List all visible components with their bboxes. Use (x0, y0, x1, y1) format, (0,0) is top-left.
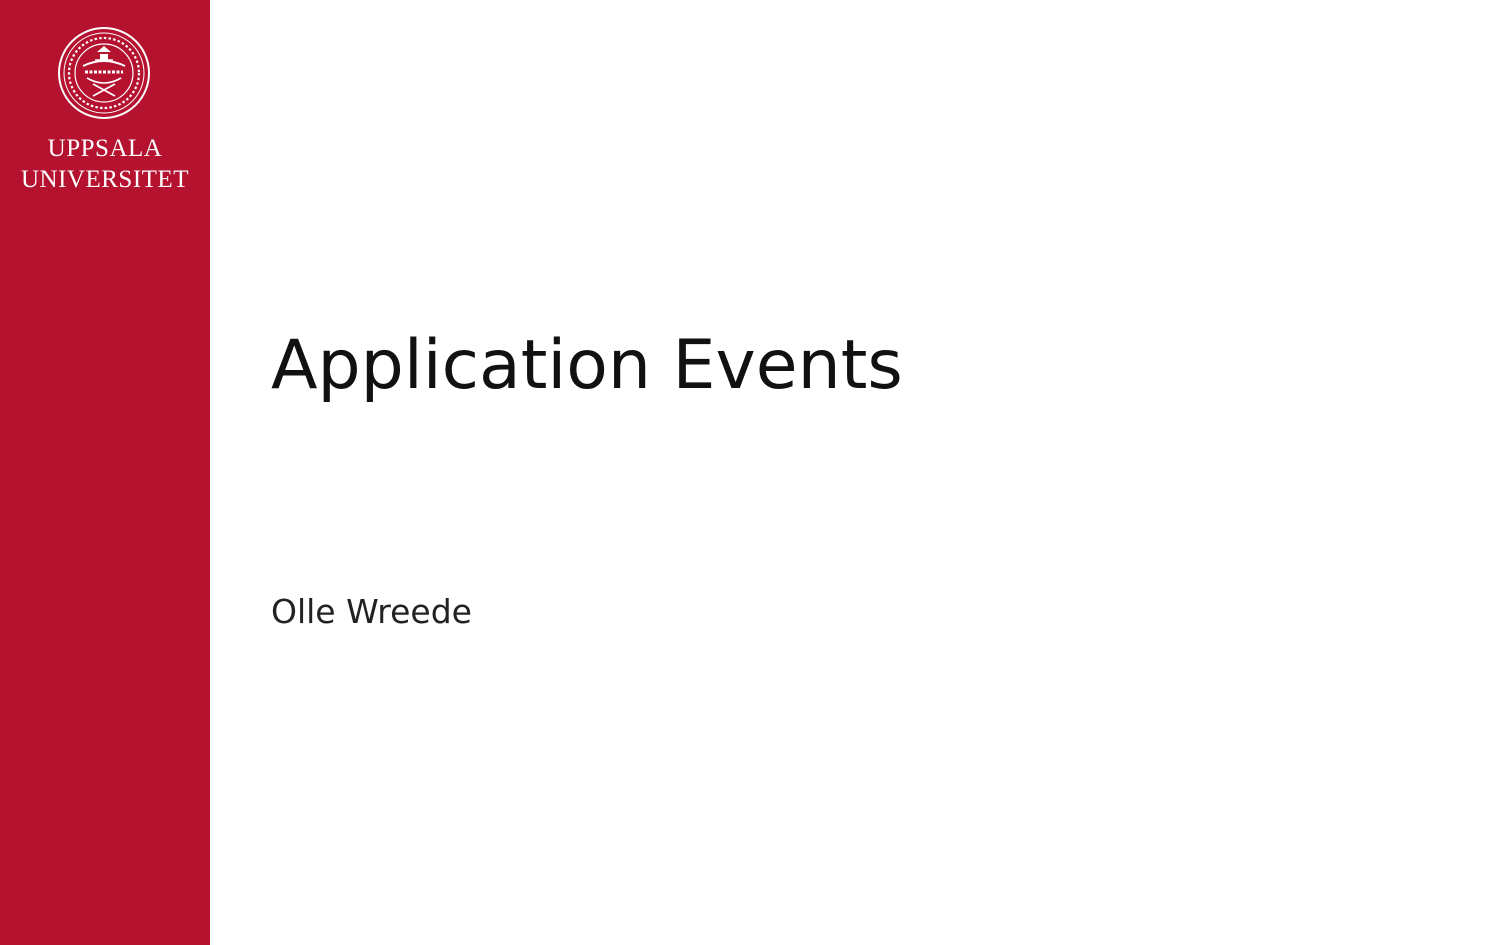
author-name: Olle Wreede (271, 592, 472, 631)
brand-sidebar: UPPSALA UNIVERSITET (0, 0, 210, 945)
slide-title: Application Events (271, 326, 903, 405)
university-seal-icon (58, 27, 150, 119)
university-name-line1: UPPSALA (47, 135, 163, 162)
university-name-line2: UNIVERSITET (21, 166, 189, 193)
